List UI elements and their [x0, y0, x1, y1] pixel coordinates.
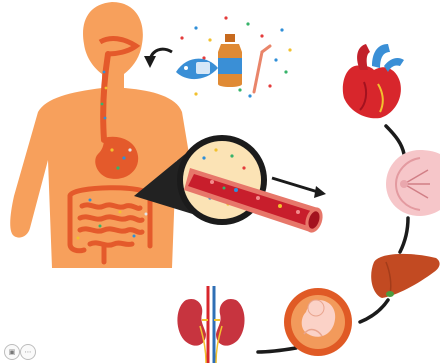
- camera-icon[interactable]: ▣: [4, 344, 20, 360]
- plastic-bottle-icon: [218, 34, 242, 87]
- more-options-icon[interactable]: ⋯: [20, 344, 36, 360]
- liver-icon: [371, 254, 439, 298]
- placenta-tissue-icon: [386, 150, 440, 216]
- human-digestive-system-icon: [10, 2, 196, 268]
- microplastic-sources-icon: [176, 16, 292, 97]
- kidneys-icon: [177, 286, 244, 363]
- fetus-in-womb-icon: [284, 288, 352, 356]
- plastic-straw-icon: [254, 46, 270, 92]
- ingestion-arrow: [144, 49, 172, 68]
- heart-icon: [343, 44, 404, 118]
- flow-arrow: [272, 178, 326, 198]
